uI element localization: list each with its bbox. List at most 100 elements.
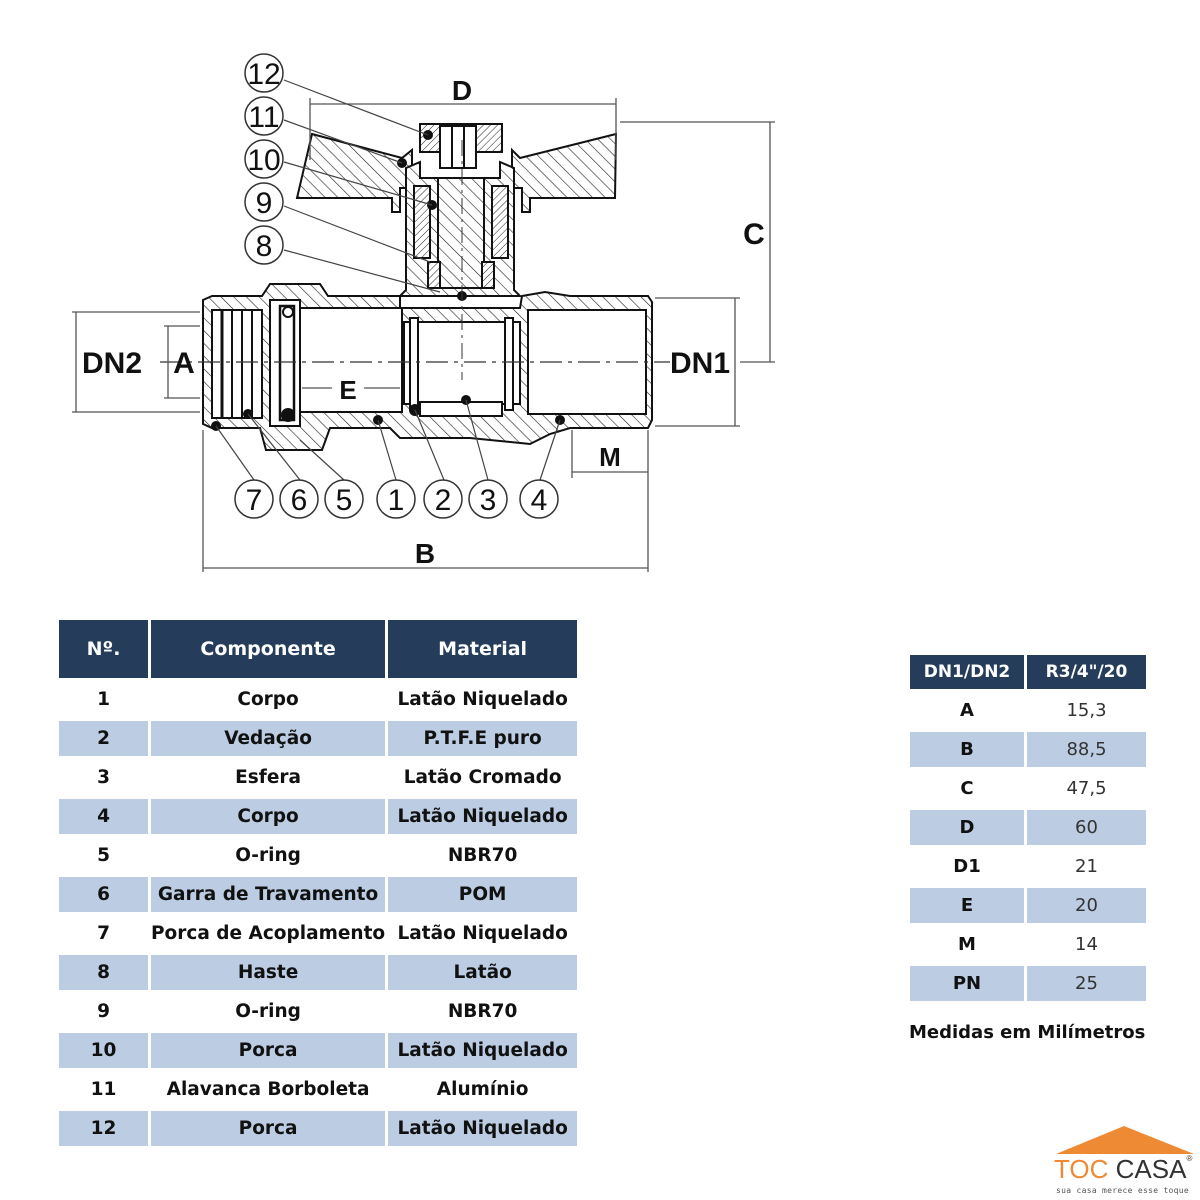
- cell-no: 6: [59, 877, 148, 912]
- cell-no: 4: [59, 799, 148, 834]
- left-bore: [299, 307, 403, 413]
- cell-component: Porca de Acoplamento: [151, 923, 386, 944]
- dim-value: 60: [1027, 810, 1146, 845]
- cell-component: O-ring: [235, 845, 301, 866]
- cell-material: NBR70: [447, 845, 518, 866]
- callouts-bottom: 7 6 5 1 2 3 4: [234, 479, 559, 519]
- header-material: Material: [388, 620, 578, 678]
- dim-label-b: B: [415, 538, 435, 569]
- cell-no: 10: [59, 1033, 148, 1068]
- dim-label-m: M: [599, 442, 621, 472]
- svg-text:4: 4: [531, 484, 548, 517]
- cell-component: Porca: [151, 1111, 386, 1146]
- cell-material: Latão: [388, 955, 578, 990]
- logo-toc: TOC: [1054, 1154, 1109, 1184]
- table-row: 9 O-ring NBR70: [59, 994, 577, 1029]
- cell-no: 8: [59, 955, 148, 990]
- svg-text:6: 6: [291, 484, 308, 517]
- toc-casa-logo: TOC CASA® sua casa merece esse toque: [1052, 1124, 1200, 1200]
- callout-6: 6: [279, 479, 319, 519]
- logo-casa: CASA: [1115, 1154, 1187, 1184]
- registered-mark: ®: [1186, 1154, 1193, 1163]
- cell-material: POM: [388, 877, 578, 912]
- dim-label-e: E: [339, 375, 356, 405]
- cell-component: Corpo: [237, 689, 299, 710]
- dim-value: 20: [1027, 888, 1146, 923]
- dim-label-dn2: DN2: [82, 347, 142, 380]
- dim-key: C: [960, 778, 974, 799]
- dim-value: 14: [1075, 934, 1098, 955]
- cell-material: Latão Niquelado: [388, 799, 578, 834]
- svg-text:3: 3: [480, 484, 497, 517]
- cell-no: 11: [90, 1079, 117, 1100]
- svg-text:9: 9: [256, 187, 273, 220]
- dim-key: PN: [910, 966, 1024, 1001]
- valve-cross-section-diagram: D C DN1 DN2 A E M B 12 11 10 9 8 7 6 5 1…: [72, 53, 775, 572]
- cell-component: Alavanca Borboleta: [166, 1079, 370, 1100]
- cell-material: Latão Niquelado: [388, 1111, 578, 1146]
- stem: [437, 177, 485, 289]
- logo-tagline: sua casa merece esse toque: [1056, 1186, 1190, 1195]
- cell-no: 5: [97, 845, 110, 866]
- dim-value: 47,5: [1066, 778, 1107, 799]
- table-row: M 14: [910, 927, 1146, 962]
- table-row: C 47,5: [910, 771, 1146, 806]
- callout-8: 8: [244, 225, 284, 265]
- svg-text:2: 2: [435, 484, 452, 517]
- dim-key: A: [960, 700, 974, 721]
- cell-no: 12: [59, 1111, 148, 1146]
- svg-text:8: 8: [256, 230, 273, 263]
- svg-text:7: 7: [246, 484, 263, 517]
- cell-material: Alumínio: [436, 1079, 529, 1100]
- dimension-lines: [72, 98, 775, 572]
- callout-5: 5: [324, 479, 364, 519]
- cell-no: 9: [97, 1001, 110, 1022]
- dim-key: M: [958, 934, 976, 955]
- cell-component: Vedação: [151, 721, 386, 756]
- dim-value: 88,5: [1027, 732, 1146, 767]
- cell-component: Haste: [151, 955, 386, 990]
- logo-wordmark: TOC CASA®: [1054, 1154, 1193, 1184]
- dim-key: D: [910, 810, 1024, 845]
- parts-table-header: Nº. Componente Material: [59, 620, 578, 678]
- header-size: R3/4"/20: [1027, 655, 1146, 689]
- cell-material: NBR70: [447, 1001, 518, 1022]
- cell-material: P.T.F.E puro: [388, 721, 578, 756]
- header-component: Componente: [151, 620, 386, 678]
- cell-component: O-ring: [235, 1001, 301, 1022]
- callout-1: 1: [376, 479, 416, 519]
- callout-11: 11: [244, 96, 284, 136]
- cell-component: Garra de Travamento: [151, 877, 386, 912]
- svg-text:10: 10: [247, 144, 280, 177]
- svg-text:11: 11: [248, 101, 279, 134]
- callout-4: 4: [519, 479, 559, 519]
- units-note: Medidas em Milímetros: [909, 1022, 1146, 1043]
- cell-material: Latão Niquelado: [397, 689, 568, 710]
- cell-material: Latão Niquelado: [388, 1033, 578, 1068]
- table-row: 5 O-ring NBR70: [59, 838, 577, 873]
- dim-label-a: A: [173, 347, 195, 380]
- callout-2: 2: [423, 479, 463, 519]
- callouts-left: 12 11 10 9 8: [244, 53, 284, 265]
- dims-table-header: DN1/DN2 R3/4"/20: [910, 655, 1146, 689]
- svg-text:1: 1: [388, 484, 405, 517]
- callout-3: 3: [468, 479, 508, 519]
- cell-material: Latão Niquelado: [397, 923, 568, 944]
- dim-value: 15,3: [1066, 700, 1107, 721]
- dim-label-c: C: [743, 218, 765, 251]
- table-row: A 15,3: [910, 693, 1146, 728]
- svg-text:5: 5: [336, 484, 353, 517]
